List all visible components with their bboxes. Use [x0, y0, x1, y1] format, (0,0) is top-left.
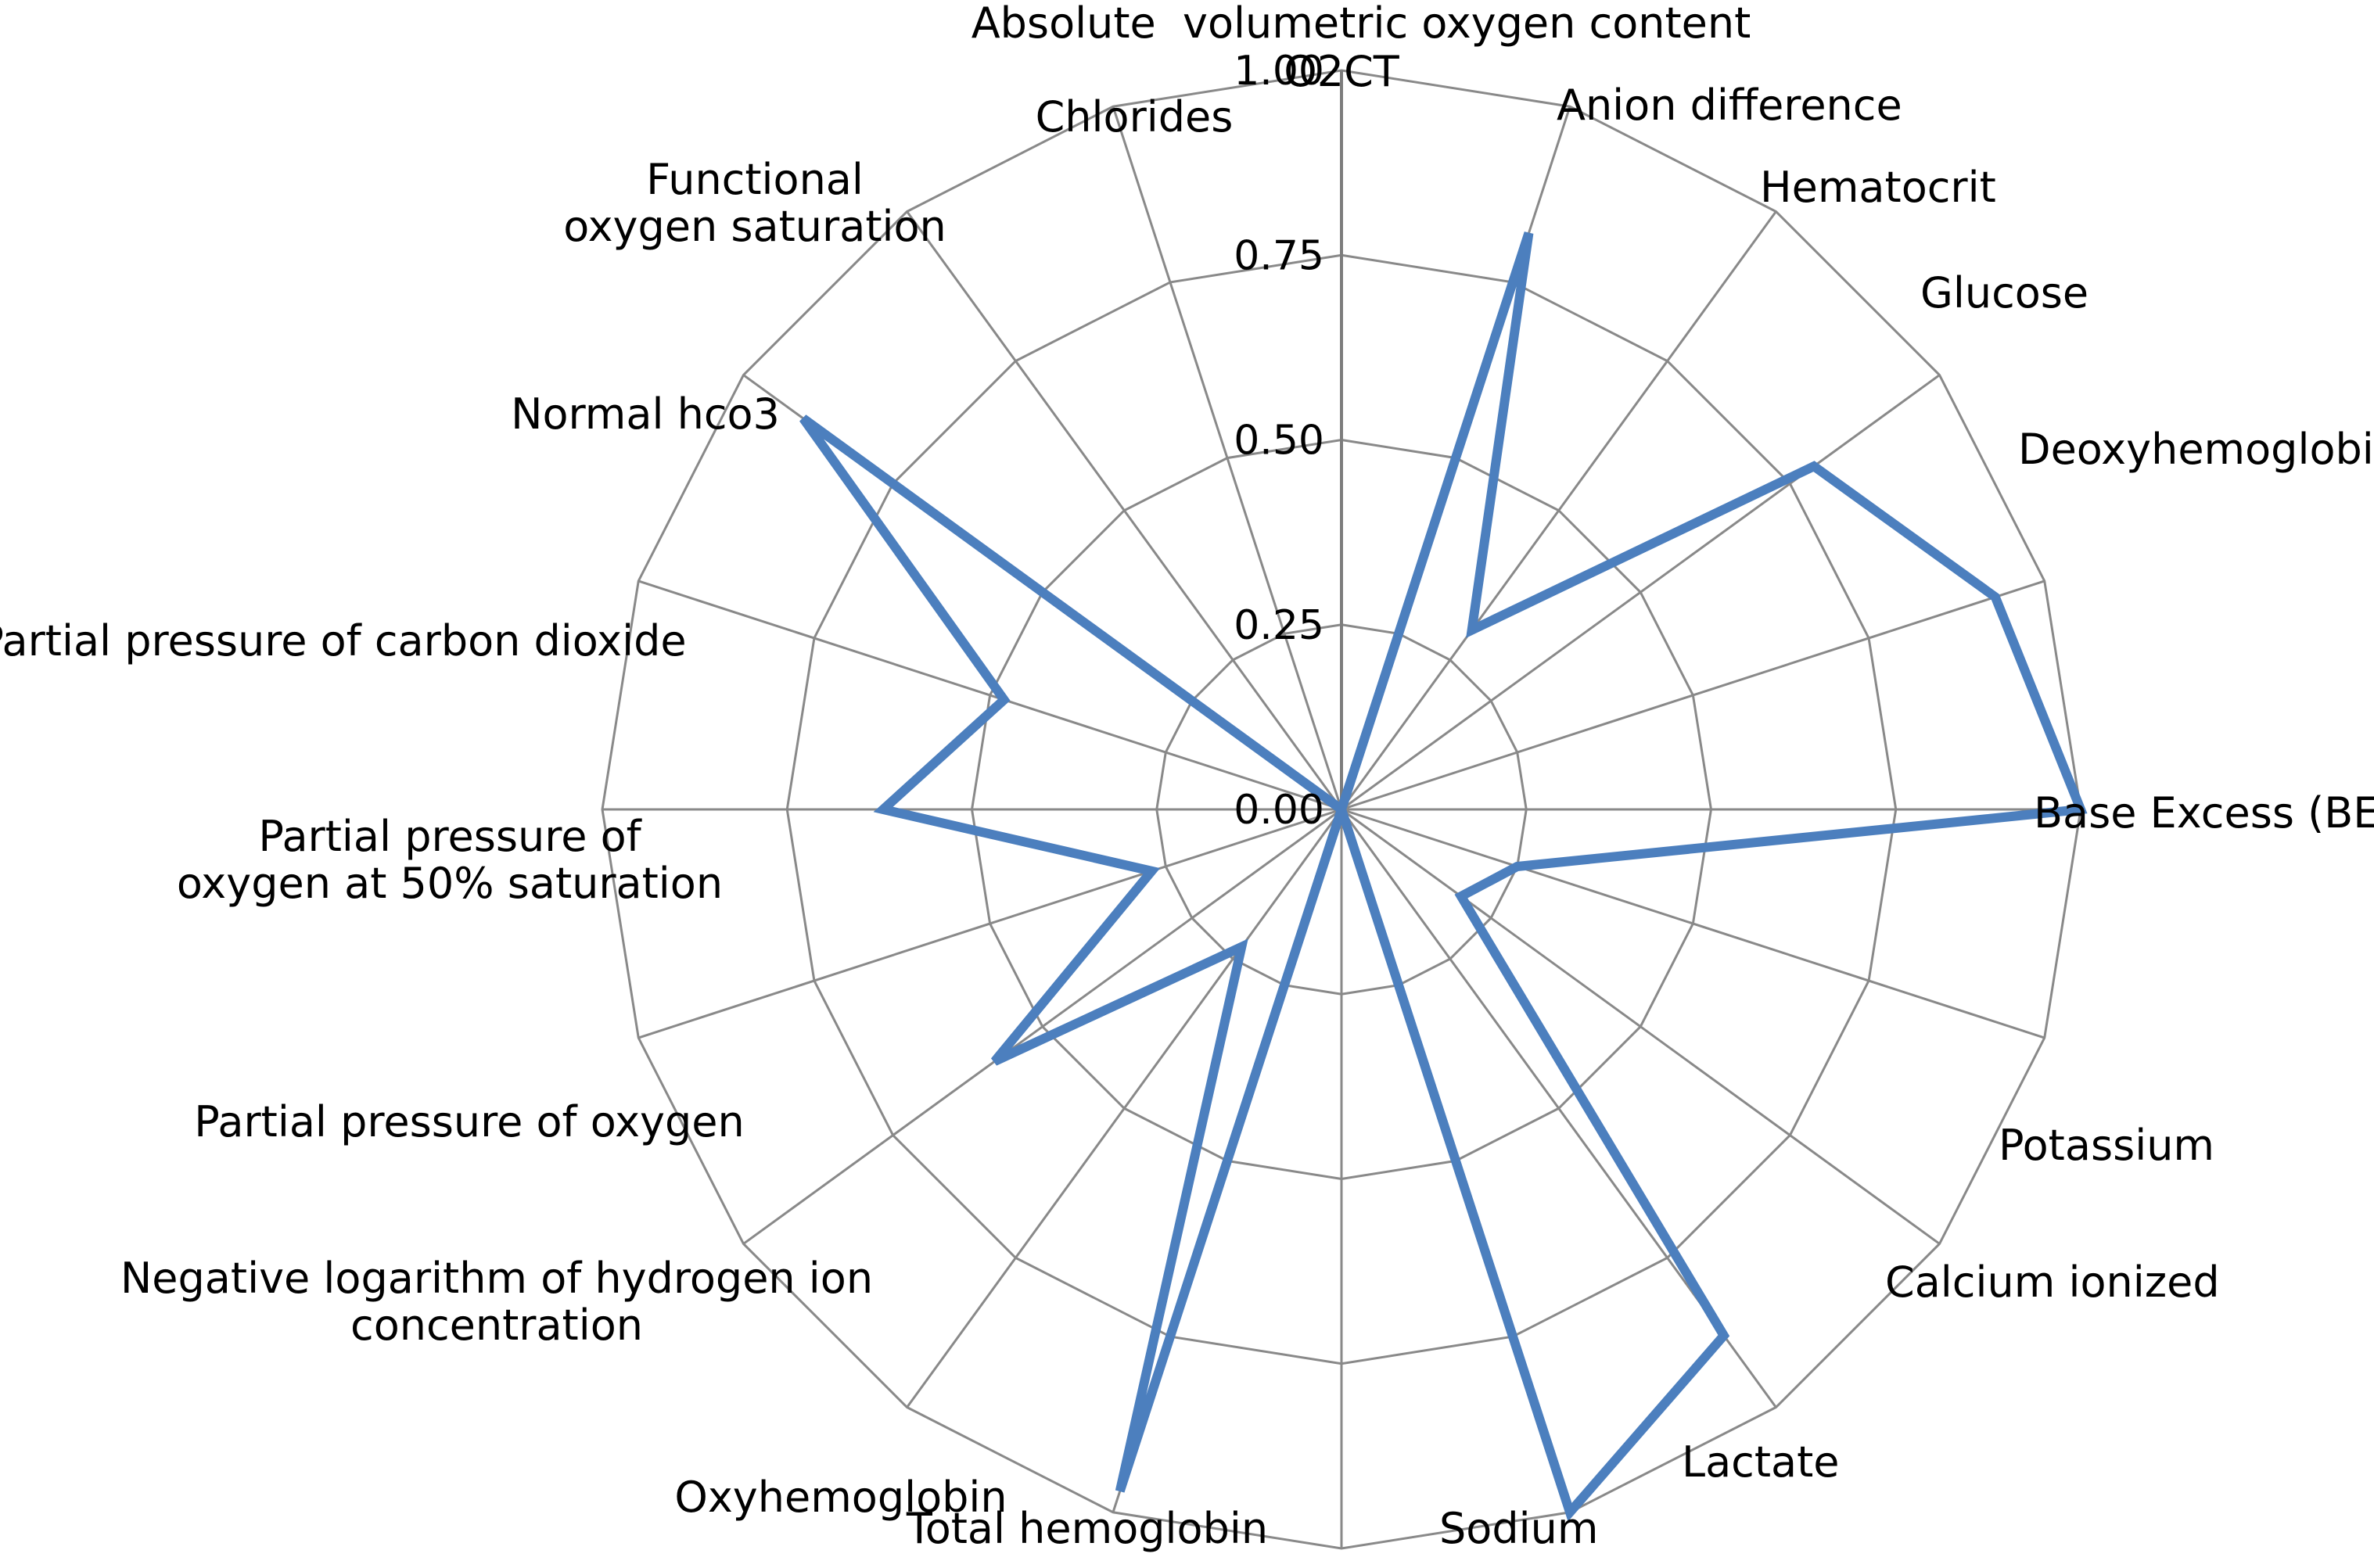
- axis-label-calcium-ionized: Calcium ionized: [1885, 1258, 2220, 1307]
- axis-label-hematocrit: Hematocrit: [1760, 163, 1996, 212]
- axis-label-chlorides: Chlorides: [1035, 92, 1234, 142]
- radar-spoke-2: [1340, 210, 1777, 810]
- radar-spoke-6: [1341, 808, 2045, 1039]
- radar-spoke-7: [1341, 808, 1941, 1245]
- radial-tick-0.00: 0.00: [1234, 787, 1324, 834]
- radar-spoke-3: [1341, 374, 1941, 811]
- radial-tick-0.75: 0.75: [1234, 232, 1324, 279]
- radial-tick-labels: 0.00 0.25 0.50 0.75 1.00: [1234, 48, 1324, 834]
- radial-tick-0.50: 0.50: [1234, 418, 1324, 465]
- radial-tick-0.25: 0.25: [1234, 602, 1324, 649]
- axis-label-base-excess: Base Excess (BE): [2034, 788, 2374, 838]
- axis-label-pco2: Partial pressure of carbon dioxide: [0, 616, 687, 666]
- axis-label-anion-difference: Anion difference: [1557, 81, 1902, 130]
- axis-label-p50: Partial pressure of oxygen at 50% satura…: [176, 812, 724, 909]
- radar-spoke-16: [637, 579, 1342, 811]
- axis-label-total-hemoglobin: Total hemoglobin: [906, 1504, 1269, 1553]
- radar-spoke-4: [1341, 579, 2045, 811]
- axis-label-o2ct: O2CT: [1284, 47, 1399, 96]
- axis-label-ph: Negative logarithm of hydrogen ion conce…: [120, 1254, 874, 1351]
- axis-label-oxyhemoglobin: Oxyhemoglobin: [674, 1473, 1007, 1522]
- radar-spoke-18: [906, 210, 1343, 810]
- axis-label-functional-oxygen-saturation: Functional oxygen saturation: [563, 155, 946, 252]
- axis-label-glucose: Glucose: [1920, 268, 2089, 318]
- radar-series-group: [799, 231, 2088, 1522]
- radial-tick-1.00: 1.00: [1234, 48, 1324, 95]
- axis-label-absolute-volumetric-oxygen-content: Absolute volumetric oxygen content: [971, 0, 1751, 48]
- axis-label-sodium: Sodium: [1439, 1504, 1599, 1553]
- axis-label-normal-hco3: Normal hco3: [511, 389, 780, 439]
- radar-spoke-19: [1112, 106, 1343, 810]
- axis-label-deoxyhemoglobin: Deoxyhemoglobin: [2018, 425, 2374, 474]
- radar-spoke-13: [742, 808, 1342, 1245]
- axis-label-po2: Partial pressure of oxygen: [194, 1097, 745, 1146]
- radar-spoke-12: [906, 809, 1343, 1408]
- axis-label-lactate: Lactate: [1682, 1437, 1840, 1487]
- radar-series-polyline: [799, 231, 2088, 1522]
- radar-spoke-14: [637, 808, 1342, 1039]
- axis-label-potassium: Potassium: [1999, 1121, 2215, 1170]
